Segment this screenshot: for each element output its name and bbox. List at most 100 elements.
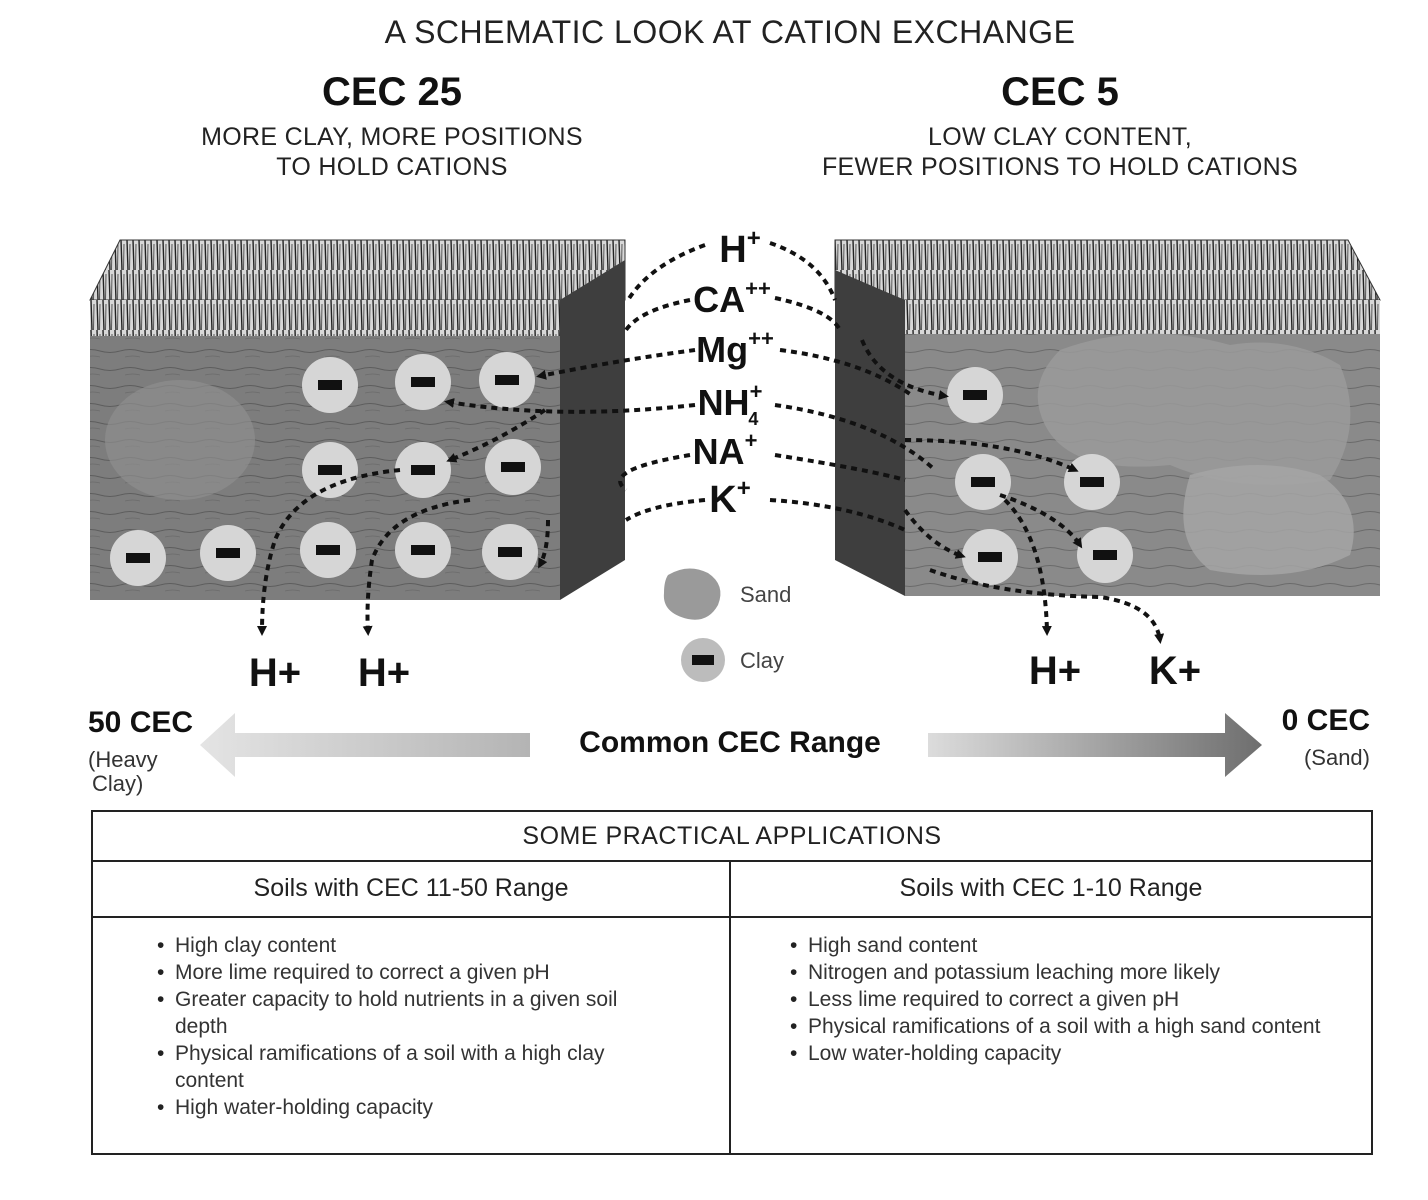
common-cec-range-label: Common CEC Range [579, 726, 881, 759]
left-subtitle-line1: MORE CLAY, MORE POSITIONS [201, 123, 583, 151]
exchange-arrows [257, 241, 1165, 644]
dotted-path [774, 296, 842, 332]
cation-labels: H+ CA++ Mg++ NH+4 NA+ K+ [693, 225, 774, 521]
left-grass-top [89, 239, 626, 301]
dotted-path [929, 568, 1165, 644]
left-soil-side [560, 260, 625, 600]
dotted-path [444, 398, 696, 414]
right-grass-front [905, 300, 1380, 334]
left-released-ion-2: H+ [358, 651, 410, 695]
dotted-path [1003, 498, 1052, 636]
right-subtitle-line2: FEWER POSITIONS TO HOLD CATIONS [821, 153, 1299, 181]
dotted-path [362, 498, 471, 636]
list-item: Less lime required to correct a given pH [788, 986, 1328, 1013]
diagram-title: A SCHEMATIC LOOK AT CATION EXCHANGE [384, 14, 1076, 50]
practical-applications-table: SOME PRACTICAL APPLICATIONS Soils with C… [91, 810, 1373, 1155]
clay-particle [482, 524, 538, 580]
list-item: Physical ramifications of a soil with a … [155, 1040, 675, 1094]
left-subtitle-line2: TO HOLD CATIONS [276, 153, 508, 181]
clay-particle [955, 454, 1011, 510]
right-soil-side [835, 270, 905, 596]
list-item: High sand content [788, 932, 1328, 959]
left-sand-patch [105, 380, 255, 500]
clay-particle [302, 442, 358, 498]
sand-legend-icon [663, 568, 721, 620]
cation-label-k: K+ [709, 475, 750, 521]
list-item: Low water-holding capacity [788, 1040, 1328, 1067]
left-range-arrow [200, 713, 530, 777]
clay-legend-minus [692, 655, 714, 665]
scale-left-note: (Heavy Clay) [88, 748, 158, 796]
cation-label-na: NA+ [693, 428, 758, 472]
right-range-arrow [928, 713, 1262, 777]
dotted-path [538, 519, 550, 569]
list-item: High clay content [155, 932, 675, 959]
clay-particle [395, 442, 451, 498]
column-heading-low-cec: Soils with CEC 1-10 Range [731, 860, 1371, 918]
dotted-path [769, 498, 906, 532]
column-divider [729, 860, 731, 1153]
dotted-path [903, 508, 966, 559]
list-item: Greater capacity to hold nutrients in a … [155, 986, 675, 1040]
dotted-path [626, 243, 706, 302]
scale-right-note: (Sand) [1303, 745, 1370, 770]
right-subtitle-line1: LOW CLAY CONTENT, [928, 123, 1192, 151]
left-released-ion-1: H+ [249, 651, 301, 695]
left-panel-subtitle: MORE CLAY, MORE POSITIONS TO HOLD CATION… [142, 122, 642, 182]
left-clay-particles [110, 352, 541, 586]
right-panel-heading: CEC 5 [1001, 70, 1119, 114]
left-panel-heading: CEC 25 [321, 70, 463, 114]
cation-label-h: H+ [719, 225, 760, 271]
clay-particle [395, 522, 451, 578]
applications-title: SOME PRACTICAL APPLICATIONS [93, 812, 1371, 862]
dotted-path [769, 241, 837, 301]
low-cec-list: High sand content Nitrogen and potassium… [788, 932, 1328, 1067]
list-item: High water-holding capacity [155, 1094, 675, 1121]
clay-particle [479, 352, 535, 408]
clay-particle [110, 530, 166, 586]
cation-exchange-diagram: H+ CA++ Mg++ NH+4 NA+ K+ H+ H+ H+ K+ San… [89, 225, 1381, 777]
clay-particle [962, 529, 1018, 585]
legend: Sand Clay [663, 568, 791, 682]
clay-particle [200, 525, 256, 581]
scale-right-value: 0 CEC [1281, 704, 1370, 737]
cation-label-ca: CA++ [693, 276, 771, 320]
dotted-path [624, 498, 706, 522]
cation-label-mg: Mg++ [696, 326, 774, 370]
left-grass-front [90, 300, 560, 336]
dotted-path [536, 348, 696, 380]
cation-label-nh4: NH+4 [698, 379, 763, 429]
clay-particle [1077, 527, 1133, 583]
list-item: Physical ramifications of a soil with a … [788, 1013, 1328, 1040]
sand-legend-label: Sand [740, 582, 791, 607]
dotted-path [860, 339, 949, 400]
right-released-ion-2: K+ [1149, 649, 1201, 693]
high-cec-list: High clay content More lime required to … [155, 932, 675, 1121]
list-item: Nitrogen and potassium leaching more lik… [788, 959, 1328, 986]
scale-left-note-line1: (Heavy [88, 747, 158, 772]
clay-particle [302, 357, 358, 413]
dotted-path [624, 298, 691, 332]
clay-particle [485, 439, 541, 495]
dotted-path [774, 403, 937, 472]
clay-particle [947, 367, 1003, 423]
dotted-path [618, 453, 691, 492]
clay-legend-label: Clay [740, 648, 784, 673]
dotted-path [774, 453, 906, 482]
right-sand-patch-2 [1183, 465, 1354, 575]
right-panel-subtitle: LOW CLAY CONTENT, FEWER POSITIONS TO HOL… [760, 122, 1360, 182]
right-sand-patch-1 [1037, 333, 1351, 485]
column-heading-high-cec: Soils with CEC 11-50 Range [93, 860, 729, 918]
scale-left-note-line2: Clay) [92, 771, 144, 796]
clay-particle [395, 354, 451, 410]
scale-left-value: 50 CEC [88, 706, 194, 739]
dotted-path [446, 408, 547, 463]
right-grass-top [834, 239, 1381, 301]
clay-particle [300, 522, 356, 578]
right-released-ion-1: H+ [1029, 649, 1081, 693]
dotted-path [999, 493, 1083, 549]
list-item: More lime required to correct a given pH [155, 959, 675, 986]
dotted-path [257, 468, 401, 636]
dotted-path [904, 438, 1079, 473]
dotted-path [779, 348, 912, 396]
